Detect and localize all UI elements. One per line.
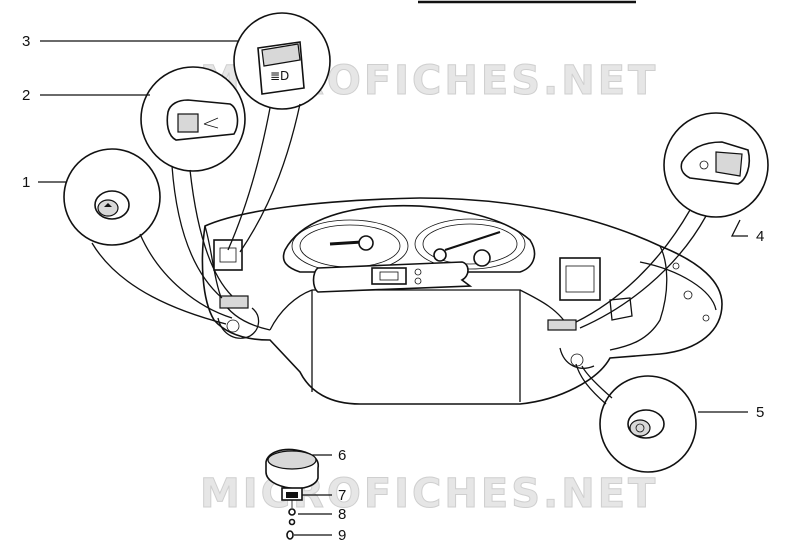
boss-hole-left [226, 319, 240, 333]
switch-opening-2 [219, 295, 249, 309]
lcd-digits [379, 271, 399, 281]
plug-5-face [629, 419, 651, 437]
leader-lines [38, 40, 748, 536]
right-side-slot [609, 297, 633, 321]
connector-5 [575, 363, 607, 405]
switch-opening-3-inner [219, 247, 237, 263]
switch-4-symbol [699, 160, 709, 170]
flange-hole [683, 290, 693, 300]
lcd-button [414, 277, 422, 285]
callout-4: 4 [756, 228, 764, 245]
right-flange [639, 261, 717, 311]
connector-3 [227, 107, 271, 251]
detail-2 [140, 66, 246, 172]
detail-4 [663, 112, 769, 218]
right-rim [609, 245, 668, 351]
plug-1-face [97, 199, 119, 217]
lcd-button [414, 268, 422, 276]
gauge-knob [433, 248, 447, 262]
detail-5 [599, 375, 697, 473]
tachometer [414, 218, 526, 270]
callout-5: 5 [756, 404, 764, 421]
connector-4b [579, 215, 707, 329]
tachometer-inner [422, 223, 518, 265]
switch-4-key [715, 151, 743, 177]
tach-needle [444, 231, 501, 251]
connector-2 [171, 165, 223, 299]
callout-8: 8 [338, 506, 346, 523]
speed-needle [329, 240, 363, 246]
detail-1 [63, 148, 161, 246]
part-7-contact [286, 492, 298, 498]
part-9-bulb [286, 530, 294, 540]
connector-5b [581, 365, 613, 399]
connector-4 [575, 209, 691, 323]
part-6-top [267, 450, 317, 470]
plug-1-symbol [104, 203, 112, 207]
connector-1b [139, 233, 233, 319]
needle-hub [358, 235, 374, 251]
switch-opening-4 [547, 319, 577, 331]
switch-2-symbol [203, 117, 219, 129]
callout-9: 9 [338, 527, 346, 544]
switch-3-top [261, 43, 301, 67]
connector-3b [239, 103, 301, 253]
gauge-knob [473, 249, 491, 267]
switch-opening-right [559, 257, 601, 301]
leader-4 [730, 219, 748, 237]
left-boss [217, 307, 260, 339]
callout-6: 6 [338, 447, 346, 464]
connector-1 [91, 242, 227, 325]
connector-2b [189, 169, 233, 297]
switch-opening-right-inner [565, 265, 595, 293]
detail-connectors [91, 103, 707, 405]
right-boss [559, 347, 595, 369]
part-8-washer [288, 508, 296, 516]
flange-hole [672, 262, 680, 270]
callout-3: 3 [22, 33, 30, 50]
headlight-icon: ≣D [270, 69, 289, 83]
instrument-cluster [282, 204, 536, 293]
switch-opening-3 [213, 239, 243, 271]
bulb-assembly [265, 448, 320, 540]
callout-7: 7 [338, 487, 346, 504]
callout-1: 1 [22, 174, 30, 191]
callout-2: 2 [22, 87, 30, 104]
switch-2-key [177, 113, 199, 133]
plug-5-symbol [635, 423, 645, 433]
part-8-spring [288, 518, 296, 526]
detail-3: ≣D [233, 12, 331, 110]
lcd-window [371, 267, 407, 285]
flange-hole [702, 314, 710, 322]
